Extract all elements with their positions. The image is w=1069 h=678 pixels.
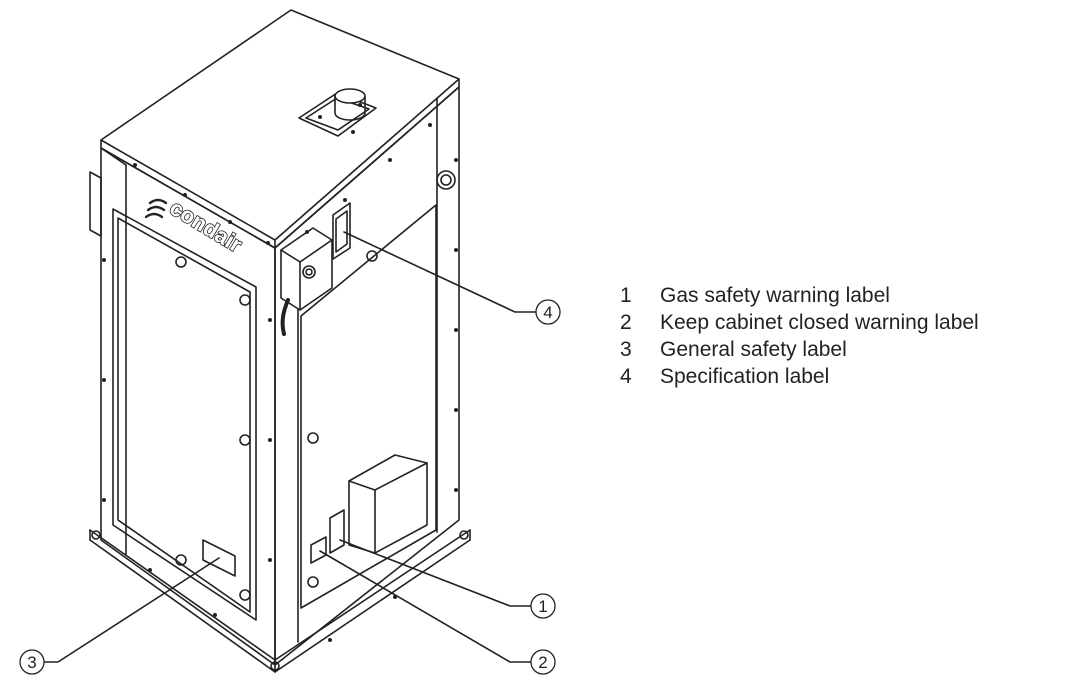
callout-2: 2 xyxy=(530,649,556,675)
legend-item: 1 Gas safety warning label xyxy=(620,282,1060,309)
flue-pipe-icon xyxy=(334,88,366,121)
callout-3-number: 3 xyxy=(27,653,36,672)
specification-label-plate xyxy=(332,202,351,260)
callout-1-number: 1 xyxy=(538,597,547,616)
legend-item: 2 Keep cabinet closed warning label xyxy=(620,309,1060,336)
general-safety-label xyxy=(202,539,236,577)
keep-cabinet-closed-label xyxy=(310,536,327,564)
callout-1: 1 xyxy=(530,593,556,619)
inspection-hood xyxy=(348,454,428,554)
legend-item: 4 Specification label xyxy=(620,363,1060,390)
leader-line-4 xyxy=(343,231,537,313)
legend-number: 1 xyxy=(620,284,632,307)
legend-number: 2 xyxy=(620,311,632,334)
callout-4: 4 xyxy=(535,299,561,325)
cabinet-top xyxy=(100,9,460,241)
legend-number: 3 xyxy=(620,338,632,361)
flue-flange xyxy=(298,92,377,137)
left-door-panel xyxy=(112,208,257,621)
side-port-icon xyxy=(436,170,456,190)
gas-safety-warning-label xyxy=(329,509,345,554)
side-junction-box xyxy=(89,171,102,237)
callout-4-number: 4 xyxy=(543,303,552,322)
leader-line-3 xyxy=(43,557,220,663)
fastener-dots xyxy=(102,103,458,642)
legend-label: General safety label xyxy=(660,338,847,361)
legend-number: 4 xyxy=(620,365,632,388)
cabinet-base xyxy=(89,529,471,661)
cabinet-right-face xyxy=(274,86,460,666)
legend: 1 Gas safety warning label 2 Keep cabine… xyxy=(620,282,1060,390)
brand-swoosh-icon xyxy=(144,198,168,219)
gas-valve-box xyxy=(280,227,333,336)
legend-label: Specification label xyxy=(660,365,830,388)
leader-line-2 xyxy=(319,550,532,663)
leader-line-1 xyxy=(339,539,532,607)
legend-label: Keep cabinet closed warning label xyxy=(660,311,979,334)
callout-3: 3 xyxy=(19,649,45,675)
legend-item: 3 General safety label xyxy=(620,336,1060,363)
right-door-panel xyxy=(300,204,437,609)
legend-label: Gas safety warning label xyxy=(660,284,890,307)
callout-2-number: 2 xyxy=(538,653,547,672)
